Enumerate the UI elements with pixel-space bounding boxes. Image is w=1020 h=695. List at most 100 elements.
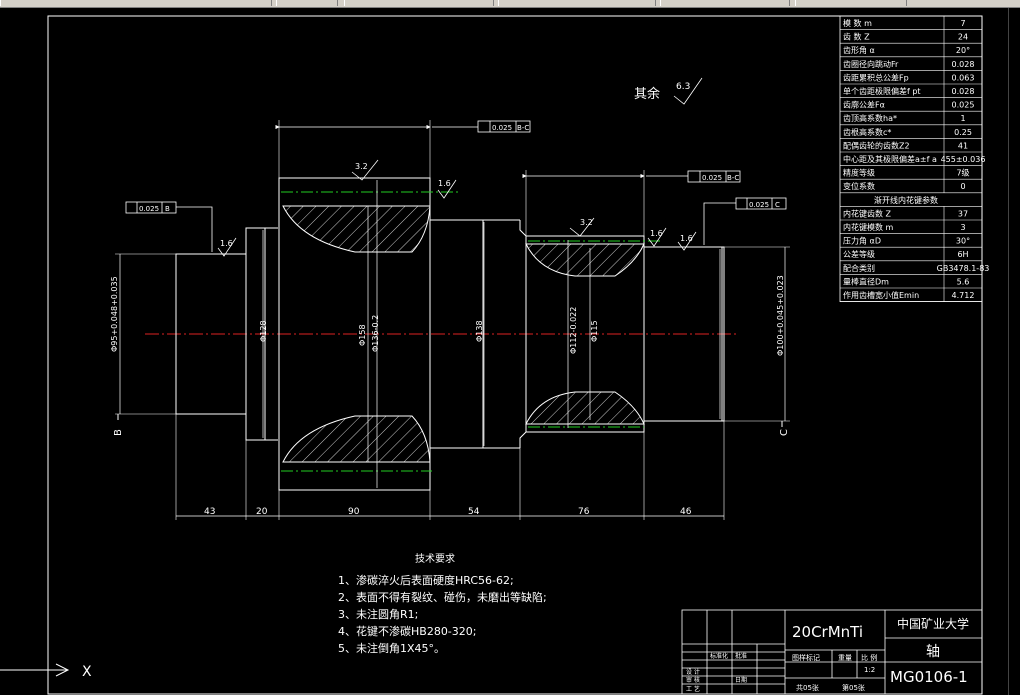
param-name: 渐开线内花键参数 xyxy=(874,195,938,205)
color-dropdown[interactable] xyxy=(795,0,907,6)
param-name: 内花键齿数 Z xyxy=(843,208,892,218)
dim-43: 43 xyxy=(204,507,215,517)
param-value: 5.6 xyxy=(957,277,970,286)
dim-54: 54 xyxy=(468,507,480,517)
roughness-gear2: 3.2 xyxy=(580,218,593,227)
datum-c: C xyxy=(779,429,790,436)
tech-req-1: 1、渗碳淬火后表面硬度HRC56-62; xyxy=(338,573,514,587)
finish-note-label: 其余 xyxy=(634,86,660,102)
tolerance-frames xyxy=(125,120,787,252)
dia-128: Φ128 xyxy=(259,320,268,342)
diameter-labels: Φ95+0.048+0.035 Φ128 Φ158 Φ136-0.2 Φ138 … xyxy=(110,275,785,356)
roughness-right: 1.6 xyxy=(680,234,693,243)
sheets-total: 共05张 xyxy=(796,683,819,692)
tol-right-ref: C xyxy=(775,201,780,209)
gear-section-hatch xyxy=(282,205,645,463)
param-value: 7级 xyxy=(956,168,969,178)
dim-46: 46 xyxy=(680,507,692,517)
param-value: 41 xyxy=(958,141,968,150)
weight-label: 重量 xyxy=(838,654,852,662)
param-value: 37 xyxy=(958,209,968,218)
dimension-chain xyxy=(119,124,786,517)
col-label-date: 日期 xyxy=(735,676,747,684)
tech-req-title: 技术要求 xyxy=(415,552,455,565)
param-name: 压力角 αD xyxy=(843,236,881,246)
roughness-symbols xyxy=(217,77,703,257)
toolbar-segment[interactable] xyxy=(276,0,338,6)
dia-112: Φ112-0.022 xyxy=(569,307,578,354)
param-name: 单个齿距极限偏差f pt xyxy=(843,86,921,96)
param-value: 0.025 xyxy=(952,101,975,110)
layer-dropdown[interactable] xyxy=(344,0,494,6)
vertical-scrollbar[interactable] xyxy=(1008,8,1020,695)
dia-138: Φ138 xyxy=(475,320,484,342)
param-value: 0.063 xyxy=(952,73,975,82)
dim-90: 90 xyxy=(348,507,360,517)
param-value: 6H xyxy=(957,250,968,259)
scale-value: 1:2 xyxy=(864,666,875,674)
param-name: 中心距及其极限偏差a±f a xyxy=(843,154,937,164)
toolbar-segment[interactable] xyxy=(0,0,272,6)
tol-upper-ref: B-C xyxy=(517,124,529,132)
tol-mid-ref: B-C xyxy=(727,174,739,182)
param-name: 齿圈径向跳动Fr xyxy=(843,59,899,69)
roughness-values: 3.2 1.6 3.2 1.6 1.6 1.6 xyxy=(220,162,693,248)
tol-left-ref: B xyxy=(165,205,170,213)
school-name: 中国矿业大学 xyxy=(897,616,969,631)
dia-136: Φ136-0.2 xyxy=(371,315,380,352)
param-name: 齿距累积总公差Fp xyxy=(843,72,909,82)
roughness-gear1: 3.2 xyxy=(355,162,368,171)
drawing-border xyxy=(47,15,983,695)
tech-req-3: 3、未注圆角R1; xyxy=(338,607,418,621)
tech-req-4: 4、花键不渗碳HB280-320; xyxy=(338,624,476,638)
param-value: 20° xyxy=(956,46,970,55)
param-name: 变位系数 xyxy=(843,181,875,191)
extension-lines xyxy=(115,120,790,520)
param-name: 齿根高系数c* xyxy=(843,127,891,137)
sheet-number: 第05张 xyxy=(842,683,865,692)
roughness-gear1-side: 1.6 xyxy=(438,179,451,188)
param-name: 配偶齿轮的齿数Z2 xyxy=(843,140,910,150)
drawing-number: MG0106-1 xyxy=(890,668,968,686)
col-label-standard: 标准化 xyxy=(710,652,728,660)
tol-left: 0.025 xyxy=(139,205,159,213)
param-value: 3 xyxy=(960,223,965,232)
part-name: 轴 xyxy=(926,644,940,660)
tolerance-values: 0.025 B-C 0.025 B-C 0.025 B 0.025 C xyxy=(139,124,780,213)
dim-76: 76 xyxy=(578,507,590,517)
dia-95: Φ95+0.048+0.035 xyxy=(110,276,119,352)
col-label-approve: 批准 xyxy=(735,652,747,660)
param-name: 量棒直径Dm xyxy=(843,276,889,286)
param-name: 模 数 m xyxy=(843,18,872,28)
param-name: 配合类别 xyxy=(843,263,875,273)
shaft-outline xyxy=(175,177,725,491)
title-block xyxy=(681,609,983,695)
title-block-text: 20CrMnTi 中国矿业大学 轴 MG0106-1 图样标记 重量 比 例 1… xyxy=(686,616,969,693)
param-value: 30° xyxy=(956,237,970,246)
param-value: 0.028 xyxy=(952,87,975,96)
roughness-gear2-side: 1.6 xyxy=(650,229,663,238)
param-name: 齿顶高系数ha* xyxy=(843,113,897,123)
param-name: 作用齿槽宽小值Emin xyxy=(843,290,919,300)
dimension-values: 43 20 90 54 76 46 xyxy=(204,507,692,517)
param-value: 24 xyxy=(958,33,968,42)
param-value: GB3478.1-83 xyxy=(937,264,990,273)
ucs-icon xyxy=(0,663,70,677)
row-label-review: 审 核 xyxy=(686,676,700,684)
dia-115: Φ115 xyxy=(590,320,599,342)
tol-upper: 0.025 xyxy=(492,124,512,132)
param-name: 公差等级 xyxy=(843,249,875,259)
tech-req-2: 2、表面不得有裂纹、碰伤，未磨出等缺陷; xyxy=(338,590,547,604)
tech-req-5: 5、未注倒角1X45°。 xyxy=(338,641,445,655)
param-name: 齿 数 Z xyxy=(843,32,870,42)
param-value: 4.712 xyxy=(952,291,975,300)
finish-note-value: 6.3 xyxy=(676,82,690,92)
tol-mid: 0.025 xyxy=(702,174,722,182)
scale-label: 比 例 xyxy=(861,653,877,662)
linetype-dropdown[interactable] xyxy=(498,0,656,6)
param-value: 7 xyxy=(960,19,965,28)
tech-requirements: 技术要求 1、渗碳淬火后表面硬度HRC56-62; 2、表面不得有裂纹、碰伤，未… xyxy=(338,552,547,655)
lineweight-dropdown[interactable] xyxy=(660,0,790,6)
